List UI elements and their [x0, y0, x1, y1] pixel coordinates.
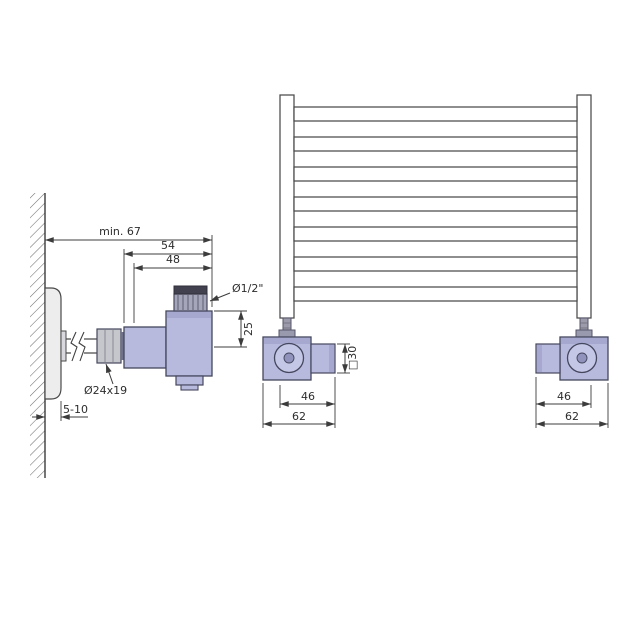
valve-main-body	[165, 310, 213, 377]
valve-body-top-band	[561, 338, 607, 344]
valve-inlet-body	[123, 326, 167, 369]
valve-foot-tip	[180, 384, 199, 391]
washer	[121, 332, 124, 360]
valve-knob-center	[576, 352, 588, 364]
side-view-dimensions: min. 67 54 48 Ø1/2" 25 Ø24x19 5-10	[32, 225, 263, 421]
front-valve-left	[262, 329, 336, 381]
valve-cap-thread	[173, 293, 208, 312]
dim-label-min67: min. 67	[99, 225, 141, 238]
radiator-rung	[293, 136, 578, 152]
wall-hatch	[30, 193, 45, 478]
pipe-collar	[60, 330, 67, 362]
dim-label-62: 62	[292, 410, 306, 423]
front-valve-left-dimensions: □30 46 62	[262, 343, 359, 428]
cap-thread-lines	[177, 295, 204, 310]
leader-top-thread	[209, 292, 231, 302]
wall-plate	[44, 287, 62, 400]
radiator-rung	[293, 286, 578, 302]
valve-body-top-band	[264, 338, 310, 344]
stub-end-band	[329, 345, 334, 372]
dim-label-54: 54	[161, 239, 175, 252]
radiator	[279, 94, 592, 338]
stub-end-band	[537, 345, 542, 372]
valve-foot	[175, 375, 204, 386]
dim-label-62: 62	[565, 410, 579, 423]
dim-label-25: 25	[242, 322, 255, 336]
radiator-rung	[293, 166, 578, 182]
valve-body-top-band	[167, 312, 211, 318]
leader-pipe-thread	[105, 363, 114, 385]
front-valve-right-dimensions: 46 62	[535, 377, 609, 428]
front-valve-right	[535, 329, 609, 381]
dim-label-48: 48	[166, 253, 180, 266]
dim-label-top-thread: Ø1/2"	[232, 282, 263, 295]
side-view	[30, 193, 213, 478]
radiator-rung	[293, 256, 578, 272]
pipe-break	[70, 331, 86, 362]
radiator-right-tube	[576, 94, 592, 319]
valve-cap-top	[173, 285, 208, 295]
valve-knob-center	[283, 352, 295, 364]
dim-label-46: 46	[301, 390, 315, 403]
pipe-nut	[96, 328, 122, 364]
dim-label-46: 46	[557, 390, 571, 403]
dim-label-wall-gap: 5-10	[63, 403, 88, 416]
radiator-rung	[293, 226, 578, 242]
radiator-rung	[293, 106, 578, 122]
radiator-left-tube	[279, 94, 295, 319]
dim-label-pipe-thread: Ø24x19	[84, 384, 127, 397]
radiator-rung	[293, 196, 578, 212]
dim-label-square30: □30	[346, 346, 359, 370]
